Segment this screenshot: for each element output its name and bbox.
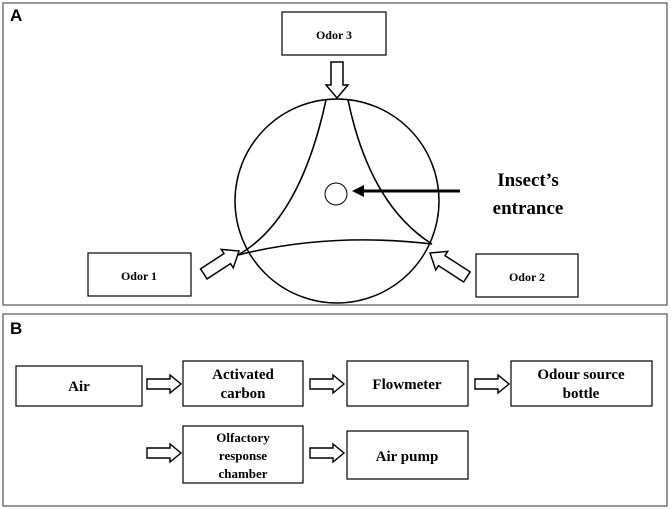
- odor-3-box: Odor 3: [281, 11, 387, 56]
- panel-b-frame: [2, 313, 668, 507]
- arm-divider-right: [347, 99, 433, 245]
- odor-2-box: Odor 2: [475, 253, 579, 298]
- flowmeter-label: Flowmeter: [372, 377, 441, 393]
- air-pump-box: Air pump: [346, 430, 469, 480]
- air-label: Air: [68, 379, 90, 395]
- air-pump-label: Air pump: [376, 449, 439, 465]
- air-box: Air: [15, 365, 143, 407]
- insect-entrance-label-line1: Insect’s: [497, 170, 559, 191]
- arm-divider-left: [237, 99, 327, 256]
- activated-carbon-box: Activated carbon: [182, 360, 304, 407]
- odour-source-bottle-box: Odour source bottle: [510, 360, 653, 407]
- arrow-chamber-to-air-pump: [309, 442, 346, 464]
- panel-a-letter: A: [10, 6, 22, 25]
- odor-2-arrow: [428, 250, 472, 284]
- arrow-to-olfactory-chamber: [146, 442, 183, 464]
- olfactory-label-line1: Olfactory: [216, 430, 270, 445]
- odor-2-label: Odor 2: [509, 270, 545, 284]
- arrow-carbon-to-flowmeter: [309, 373, 346, 395]
- flowmeter-box: Flowmeter: [346, 360, 469, 407]
- activated-carbon-label-line1: Activated: [212, 367, 274, 383]
- insect-entrance-hole: [324, 182, 348, 206]
- activated-carbon-label-line2: carbon: [221, 386, 267, 402]
- odor-1-box: Odor 1: [87, 252, 192, 297]
- olfactometer-arena: [234, 98, 440, 304]
- olfactory-label-line2: response: [219, 448, 267, 463]
- odour-source-label-line1: Odour source: [537, 367, 625, 383]
- odor-1-arrow: [199, 248, 241, 280]
- olfactory-label-line3: chamber: [218, 466, 267, 481]
- entrance-pointer-arrow: [352, 185, 460, 197]
- panel-a-frame: [2, 2, 668, 306]
- odour-source-label-line2: bottle: [563, 386, 600, 402]
- odor-3-arrow: [324, 61, 350, 100]
- odor-3-label: Odor 3: [316, 28, 352, 42]
- olfactory-response-chamber-box: Olfactory response chamber: [182, 425, 304, 484]
- arm-divider-bottom: [237, 239, 433, 256]
- arrow-flowmeter-to-odour: [474, 373, 511, 395]
- odor-1-label: Odor 1: [121, 269, 157, 283]
- arrow-air-to-carbon: [146, 373, 183, 395]
- panel-b-letter: B: [10, 319, 22, 338]
- insect-entrance-label-line2: entrance: [493, 198, 564, 219]
